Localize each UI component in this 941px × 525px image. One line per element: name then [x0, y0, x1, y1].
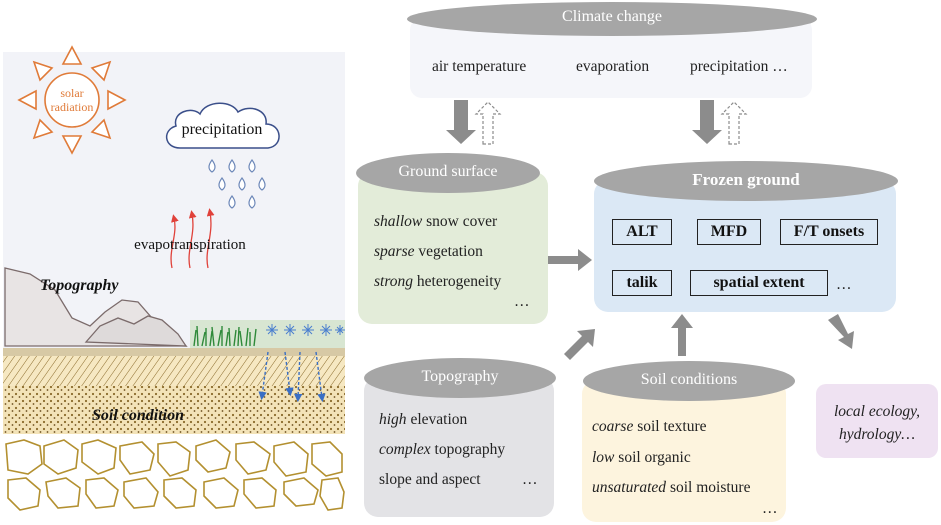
frozen-box-spatial-extent: spatial extent [690, 270, 828, 296]
grass-icon [193, 325, 257, 347]
climate-panel [410, 18, 812, 98]
climate-item-evaporation: evaporation [576, 58, 650, 75]
climate-item-precipitation: precipitation … [690, 58, 788, 75]
soil-to-frozen-arrow [671, 314, 693, 356]
frozen-ground-header [594, 161, 898, 201]
climate-item-air-temperature: air temperature [432, 58, 527, 75]
climate-to-surface-arrow [446, 100, 476, 144]
evapotranspiration-label: evapotranspiration [134, 237, 246, 253]
topography-to-frozen-arrow [564, 329, 595, 360]
frozen-box-ft-onsets: F/T onsets [780, 219, 878, 245]
sun-label-1: solar [60, 86, 83, 100]
rocks-icon [5, 439, 345, 511]
ground-surface-line: shallow snow cover [374, 213, 498, 230]
topography-line: high elevation [379, 411, 468, 428]
surface-to-climate-dashed-arrow [474, 101, 502, 145]
surface-to-frozen-arrow [548, 249, 592, 271]
evapotranspiration-arrows-icon [170, 208, 215, 269]
soil-top-layer [3, 348, 345, 356]
vegetation-strip [190, 320, 345, 348]
sun-icon [17, 45, 127, 155]
soil-condition-label: Soil condition [92, 407, 184, 424]
ground-surface-line: strong heterogeneity [374, 273, 502, 290]
impacts-line-2: hydrology… [838, 426, 916, 443]
frozen-to-impacts-arrow [828, 314, 854, 349]
topography-label: Topography [40, 277, 119, 294]
frozen-ground-title: Frozen ground [692, 170, 800, 189]
concept-diagram [356, 2, 938, 522]
frozen-box-mfd: MFD [697, 219, 761, 245]
soil-hatch-layer [3, 356, 345, 386]
frozen-to-climate-dashed-arrow [720, 101, 748, 145]
ground-surface-title: Ground surface [398, 163, 498, 180]
soil-conditions-ellipsis: … [762, 500, 778, 517]
frozen-box-talik: talik [612, 270, 672, 296]
mountains-icon [4, 267, 188, 347]
climate-to-frozen-arrow [692, 100, 722, 144]
snowflakes-icon [266, 324, 345, 336]
topography-panel [364, 377, 554, 517]
soil-conditions-line: low soil organic [592, 449, 691, 466]
topography-line: slope and aspect [379, 471, 481, 488]
soil-conditions-line: unsaturated soil moisture [592, 479, 751, 496]
cloud-icon [166, 102, 280, 149]
impacts-line-1: local ecology, [833, 403, 921, 420]
impacts-panel [816, 384, 938, 458]
frozen-box-alt: ALT [612, 219, 672, 245]
topography-line: complex topography [379, 441, 506, 458]
ground-surface-line: sparse vegetation [374, 243, 483, 260]
ground-surface-ellipsis: … [514, 293, 530, 310]
climate-title: Climate change [562, 8, 662, 25]
cloud-label: precipitation [182, 121, 263, 138]
topography-ellipsis: … [522, 471, 538, 488]
topography-header [364, 358, 556, 398]
climate-header [407, 2, 817, 36]
soil-conditions-title: Soil conditions [640, 371, 738, 388]
frozen-ground-ellipsis: … [836, 276, 852, 293]
sun-label-2: radiation [51, 100, 94, 114]
topography-title: Topography [421, 368, 499, 385]
landscape-illustration: solar radiation precipitation evapotrans… [3, 45, 345, 511]
raindrops-icon [208, 158, 266, 209]
ground-surface-header [356, 153, 540, 193]
infiltration-arrows-icon [258, 351, 326, 403]
soil-conditions-line: coarse soil texture [592, 418, 707, 435]
ground-surface-panel [358, 172, 548, 324]
soil-conditions-panel [582, 380, 786, 522]
soil-conditions-header [583, 361, 795, 401]
